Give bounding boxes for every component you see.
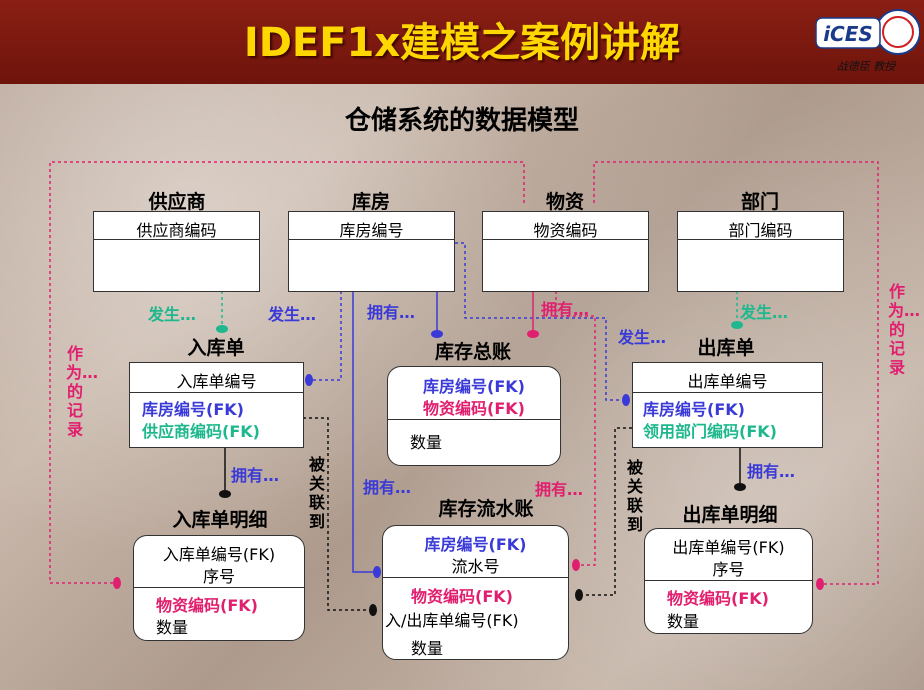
dot-outbound-flow bbox=[575, 589, 583, 601]
entity-name-department: 部门 bbox=[740, 191, 779, 213]
line-warehouse-outbound bbox=[455, 242, 626, 401]
ledger-key-material: 物资编码(FK) bbox=[423, 399, 525, 418]
outbound-detail-key-seq: 序号 bbox=[712, 560, 745, 579]
dot-warehouse-inbound bbox=[305, 374, 313, 386]
entity-name-material: 物资 bbox=[545, 191, 584, 213]
rel-label-warehouse-ledger: 拥有… bbox=[367, 303, 416, 322]
entity-inbound: 入库单编号 库房编号(FK) 供应商编码(FK) bbox=[129, 362, 304, 448]
warehouse-key: 库房编号 bbox=[339, 221, 404, 240]
inbound-detail-key-id: 入库单编号(FK) bbox=[162, 545, 276, 564]
header-bar bbox=[0, 0, 924, 84]
entity-flow: 库房编号(FK) 流水号 物资编码(FK) 入/出库单编号(FK) 数量 bbox=[382, 525, 569, 660]
dot-material-flow bbox=[572, 559, 580, 571]
dot-warehouse-ledger bbox=[431, 330, 443, 338]
logo-mark: iCES bbox=[823, 22, 873, 46]
dot-material-ledger bbox=[527, 330, 539, 338]
dot-left-record bbox=[113, 577, 121, 589]
rel-label-supplier-inbound: 发生… bbox=[148, 305, 197, 324]
entity-material: 物资编码 bbox=[482, 211, 649, 292]
rel-label-material-ledger: 拥有… bbox=[541, 300, 590, 319]
supplier-key: 供应商编码 bbox=[136, 221, 217, 240]
flow-key-serial: 流水号 bbox=[451, 557, 500, 576]
ledger-key-warehouse: 库房编号(FK) bbox=[423, 377, 525, 396]
flow-key-warehouse: 库房编号(FK) bbox=[424, 535, 527, 554]
slide-title: IDEF1x建模之案例讲解 bbox=[243, 20, 681, 66]
outbound-attr-warehouse: 库房编号(FK) bbox=[643, 400, 745, 419]
rel-label-warehouse-flow: 拥有… bbox=[363, 478, 412, 497]
rel-label-left-record: 作为…的记录 bbox=[66, 344, 99, 439]
inbound-detail-attr-quantity: 数量 bbox=[156, 618, 189, 637]
outbound-detail-attr-quantity: 数量 bbox=[667, 612, 700, 631]
rel-label-right-record: 作为…的记录 bbox=[888, 282, 921, 377]
flow-attr-order: 入/出库单编号(FK) bbox=[385, 611, 519, 630]
inbound-key: 入库单编号 bbox=[176, 372, 257, 391]
line-outbound-flow bbox=[580, 427, 632, 596]
dot-right-record bbox=[816, 578, 824, 590]
entity-name-flow: 库存流水账 bbox=[438, 498, 534, 520]
inbound-attr-warehouse: 库房编号(FK) bbox=[142, 400, 244, 419]
entity-name-supplier: 供应商 bbox=[148, 191, 206, 213]
rel-label-inbound-detail: 拥有… bbox=[231, 466, 280, 485]
outbound-attr-department: 领用部门编码(FK) bbox=[643, 422, 777, 441]
rel-label-department-outbound: 发生… bbox=[740, 303, 789, 322]
dot-outbound-detail bbox=[734, 483, 746, 491]
entity-name-warehouse: 库房 bbox=[351, 191, 390, 213]
flow-attr-material: 物资编码(FK) bbox=[411, 587, 513, 606]
diagram-title: 仓储系统的数据模型 bbox=[344, 106, 579, 136]
rel-label-outbound-related: 被关联到 bbox=[626, 458, 643, 534]
entity-name-outbound: 出库单 bbox=[697, 337, 755, 359]
line-material-flow bbox=[555, 291, 596, 566]
outbound-detail-attr-material: 物资编码(FK) bbox=[667, 589, 769, 608]
rel-label-warehouse-outbound: 发生… bbox=[618, 328, 667, 347]
outbound-key: 出库单编号 bbox=[687, 372, 768, 391]
ledger-attr-quantity: 数量 bbox=[410, 433, 443, 452]
line-warehouse-inbound bbox=[310, 291, 342, 381]
inbound-attr-supplier: 供应商编码(FK) bbox=[142, 422, 260, 441]
logo: iCES 战德臣 教授 bbox=[812, 4, 921, 80]
rel-label-material-flow: 拥有… bbox=[535, 480, 584, 499]
dot-inbound-detail bbox=[219, 490, 231, 498]
rel-label-outbound-detail: 拥有… bbox=[747, 462, 796, 481]
dot-warehouse-outbound bbox=[622, 394, 630, 406]
entity-warehouse: 库房编号 bbox=[288, 211, 455, 292]
flow-attr-quantity: 数量 bbox=[411, 639, 444, 658]
outbound-detail-key-id: 出库单编号(FK) bbox=[672, 538, 785, 557]
entity-name-outbound-detail: 出库单明细 bbox=[682, 504, 778, 526]
entity-outbound-detail: 出库单编号(FK) 序号 物资编码(FK) 数量 bbox=[644, 528, 813, 634]
department-key: 部门编码 bbox=[728, 221, 793, 240]
rel-label-warehouse-inbound: 发生… bbox=[268, 305, 317, 324]
logo-caption: 战德臣 教授 bbox=[836, 60, 896, 73]
dot-warehouse-flow bbox=[373, 566, 381, 578]
line-inbound-flow bbox=[303, 417, 373, 611]
entity-name-inbound: 入库单 bbox=[187, 337, 245, 359]
dot-inbound-flow bbox=[369, 604, 377, 616]
entity-department: 部门编码 bbox=[677, 211, 844, 292]
entity-inbound-detail: 入库单编号(FK) 序号 物资编码(FK) 数量 bbox=[133, 535, 305, 641]
inbound-detail-attr-material: 物资编码(FK) bbox=[156, 596, 258, 615]
logo-emblem-icon: iCES bbox=[815, 9, 921, 55]
entity-outbound: 出库单编号 库房编号(FK) 领用部门编码(FK) bbox=[632, 362, 823, 448]
line-warehouse-flow bbox=[352, 291, 375, 573]
dot-supplier-inbound bbox=[216, 325, 228, 333]
entity-name-ledger: 库存总账 bbox=[434, 341, 511, 363]
inbound-detail-key-seq: 序号 bbox=[202, 567, 235, 586]
entity-ledger: 库房编号(FK) 物资编码(FK) 数量 bbox=[387, 366, 561, 466]
material-key: 物资编码 bbox=[533, 221, 598, 240]
line-right-record bbox=[593, 161, 879, 585]
entity-supplier: 供应商编码 bbox=[93, 211, 260, 292]
rel-label-inbound-related: 被关联到 bbox=[308, 455, 325, 531]
entity-name-inbound-detail: 入库单明细 bbox=[172, 509, 268, 531]
dot-department-outbound bbox=[731, 321, 743, 329]
